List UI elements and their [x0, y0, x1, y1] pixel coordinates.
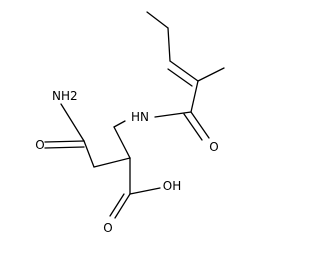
- bond-ch2-amide-carbon: [83, 140, 95, 168]
- bond-alkene-carbonyl: [190, 80, 199, 113]
- atom-label-acyl-o: O: [209, 140, 218, 154]
- bond-nh-alpha-carbon: [113, 120, 131, 159]
- double-bond-acid-co: [109, 193, 131, 219]
- double-bond-alkene: [167, 60, 199, 87]
- bond-ethyl-ch2-alkene: [167, 27, 171, 62]
- double-bond-amide-co: [44, 140, 85, 149]
- bond-amide-carbon-nh2: [60, 103, 85, 142]
- atom-label-amide-o: O: [35, 138, 44, 152]
- bond-carbonyl-nh: [154, 111, 192, 118]
- bond-alkene-methyl: [197, 67, 225, 82]
- double-bond-acyl-co: [183, 111, 210, 141]
- atom-label-nh: HN: [131, 110, 149, 124]
- chemical-structure: NH2 O HN O OH O: [35, 11, 225, 235]
- atom-label-acid-oh: OH: [163, 179, 181, 193]
- bond-alpha-ch2: [93, 157, 131, 168]
- atom-label-nh2: NH2: [52, 89, 78, 103]
- bond-acid-carbon-oh: [129, 187, 161, 195]
- bond-ethyl-ch3-ch2: [146, 11, 169, 29]
- atom-label-acid-o: O: [103, 221, 112, 235]
